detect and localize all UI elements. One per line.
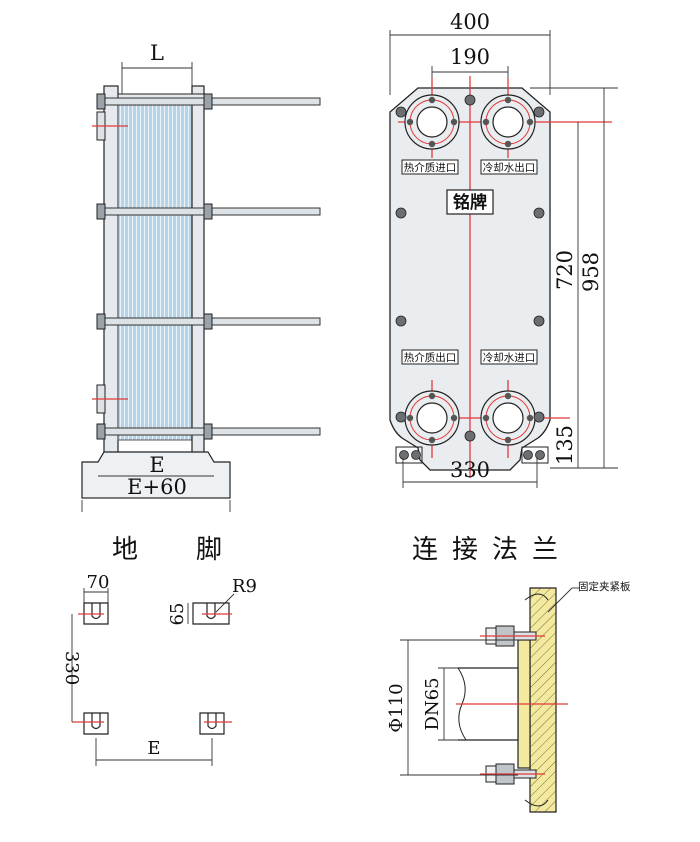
side-view: L — [81, 41, 321, 512]
label-plate — [480, 349, 538, 365]
label-cool-bottom: 冷却水进口 — [483, 351, 536, 364]
dim-l-label: L — [150, 41, 164, 65]
label-plate — [401, 349, 459, 365]
flange-title-4: 兰 — [532, 535, 572, 565]
dim-65-label: 65 — [167, 603, 188, 626]
dim-70-label: 70 — [87, 572, 110, 593]
dim-190-label: 190 — [450, 45, 490, 69]
dim-dn65-label: DN65 — [422, 677, 443, 730]
tie-bolt — [96, 313, 321, 330]
plate-label: 固定夹紧板 — [578, 580, 631, 593]
flange-title-2: 接 — [452, 535, 492, 565]
label-plate — [480, 159, 538, 175]
dim-330v-label: 330 — [61, 651, 82, 685]
tie-bolt — [96, 93, 321, 110]
port-bottom-left — [404, 390, 460, 446]
dim-135-label: 135 — [553, 425, 577, 465]
dim-e-label: E — [149, 453, 164, 477]
dim-720-label: 720 — [553, 250, 577, 290]
stud-bottom — [480, 763, 545, 785]
port-top-left — [404, 94, 460, 150]
dim-400-label: 400 — [450, 10, 490, 34]
dim-e-feet-label: E — [147, 738, 160, 759]
port-stubs — [92, 111, 128, 414]
fixed-frame-plate — [103, 85, 119, 462]
tie-bolt — [96, 203, 321, 220]
nameplate — [446, 189, 494, 215]
flange-title-3: 法 — [492, 535, 532, 565]
feet-title-1: 地 — [112, 535, 152, 565]
plate-pack — [117, 99, 193, 441]
foot-right — [521, 446, 549, 464]
dim-e60-label: E+60 — [127, 475, 187, 499]
port-top-right — [480, 94, 536, 150]
tie-bolt — [96, 423, 321, 440]
label-hot-bottom: 热介质出口 — [404, 351, 457, 364]
nameplate-label: 铭牌 — [453, 192, 487, 213]
dim-330-label: 330 — [450, 458, 490, 482]
flange-detail: 连 接 法 兰 固定夹紧板 Φ110 — [386, 535, 631, 813]
flange-title-1: 连 — [412, 535, 452, 565]
dim-r9-label: R9 — [232, 576, 257, 597]
tie-bolts — [96, 93, 321, 440]
dim-958-label: 958 — [579, 252, 603, 292]
pressure-plate — [191, 85, 205, 462]
plate-leader — [547, 587, 573, 613]
foot-left — [395, 446, 423, 464]
label-cool-top: 冷却水出口 — [483, 161, 536, 174]
label-hot-top: 热介质进口 — [404, 161, 457, 174]
stud-top — [480, 625, 545, 647]
foot-pad — [83, 602, 109, 625]
feet-title-2: 脚 — [196, 535, 236, 565]
foot-pad — [83, 712, 109, 735]
dim-r9-leader — [215, 593, 235, 613]
foot-pad — [199, 712, 225, 735]
label-plate — [401, 159, 459, 175]
front-view: 400 190 — [389, 10, 618, 488]
frame-bolts — [395, 94, 545, 460]
dim-phi110-label: Φ110 — [386, 683, 407, 732]
feet-detail: 地 脚 70 65 R9 330 E — [61, 535, 257, 766]
port-bottom-right — [480, 390, 536, 446]
